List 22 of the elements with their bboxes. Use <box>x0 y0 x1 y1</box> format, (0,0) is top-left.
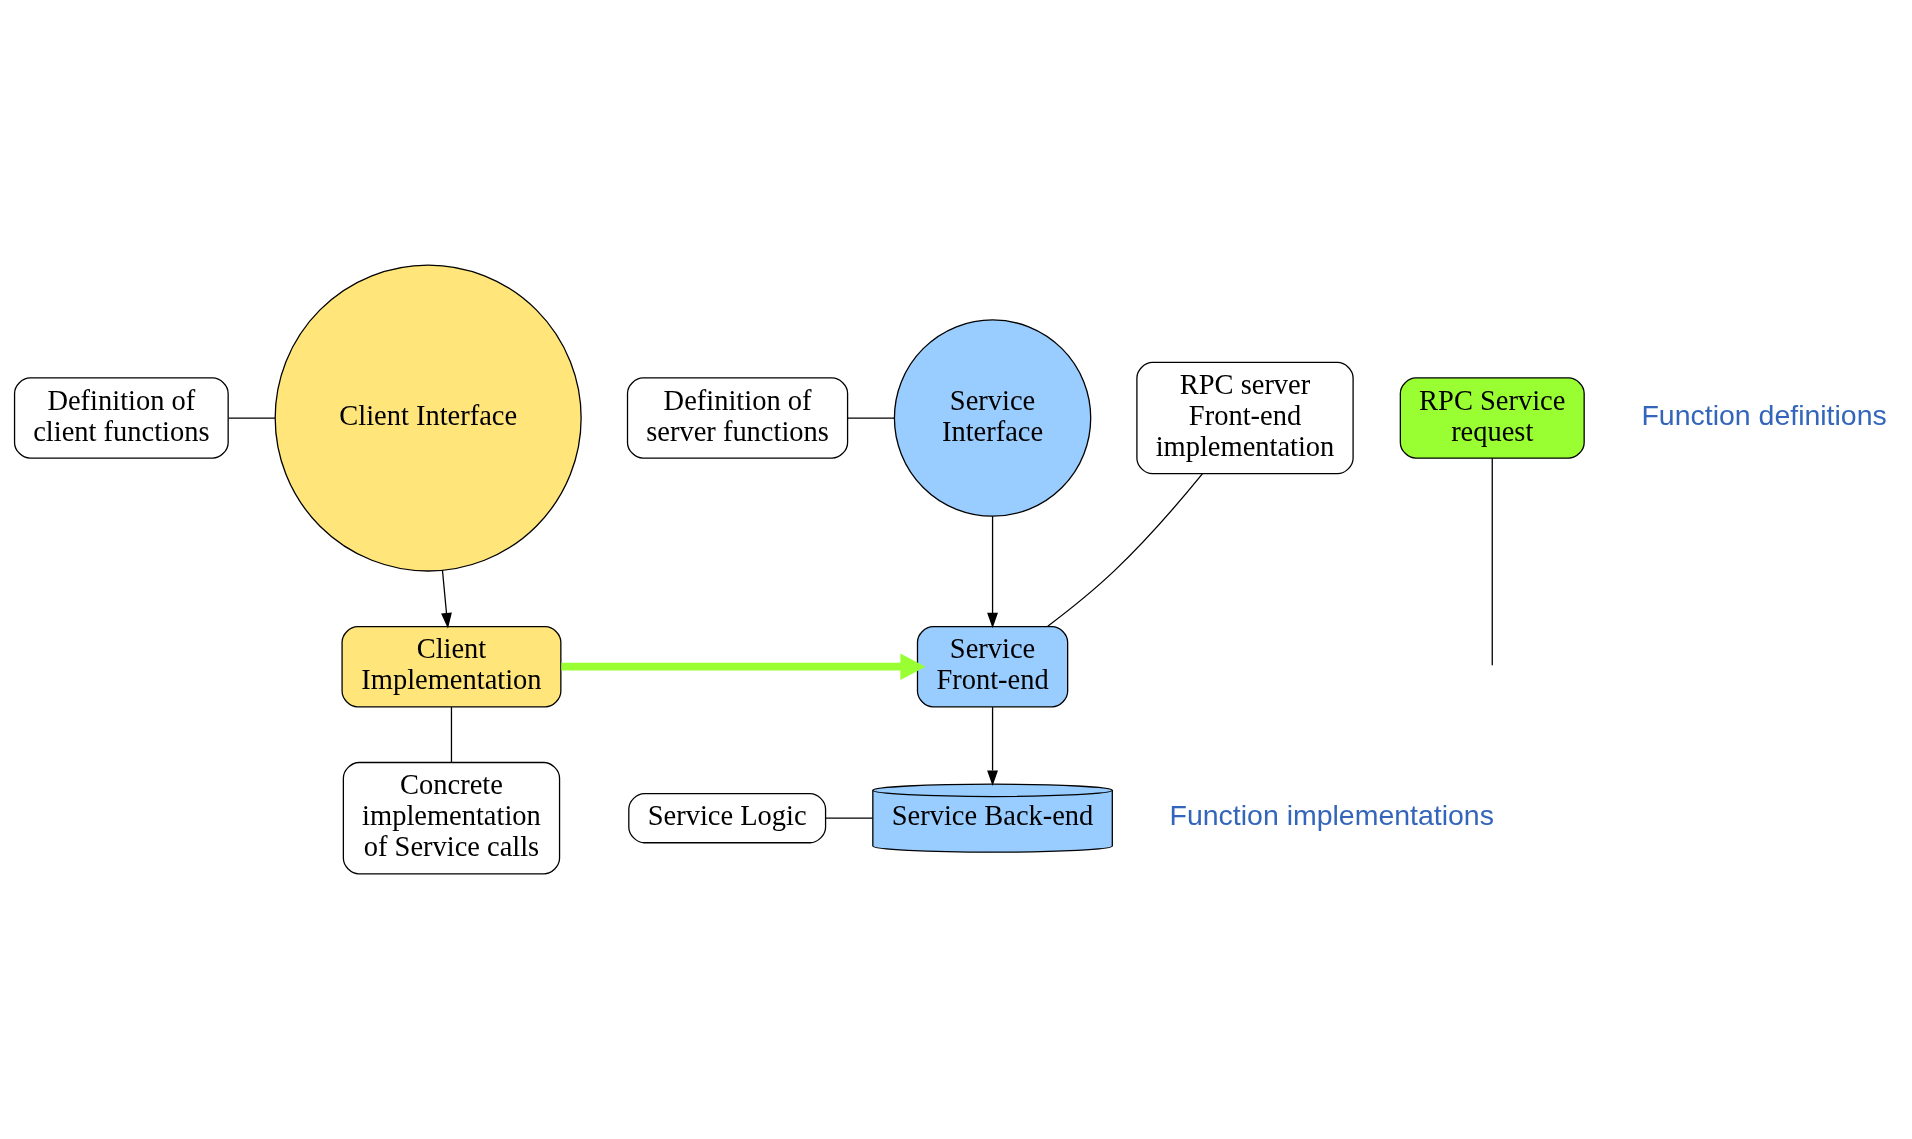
node-box: RPC Service request <box>1399 377 1585 459</box>
connector <box>227 417 276 419</box>
connector <box>1491 457 1493 666</box>
node-box: Service Logic <box>628 792 827 844</box>
connector <box>450 706 453 763</box>
label: Function implementations <box>1169 799 1494 832</box>
connector <box>1047 473 1203 627</box>
connector <box>846 417 896 419</box>
node-circle: Service Interface <box>893 319 1092 517</box>
node-circle: Client Interface <box>274 264 582 572</box>
connector <box>825 817 874 819</box>
node-box: Service Front-end <box>916 625 1069 708</box>
label: Function definitions <box>1641 399 1887 432</box>
arrow <box>441 569 452 629</box>
arrow <box>561 653 926 680</box>
node-box: Client Implementation <box>341 625 562 708</box>
node-box: Definition of client functions <box>13 377 229 459</box>
node-box: Concrete implementation of Service calls <box>342 761 561 875</box>
node-box: RPC server Front-end implementation <box>1136 361 1354 475</box>
node-box: Definition of server functions <box>626 377 849 459</box>
arrow <box>987 706 998 786</box>
arrow <box>987 515 998 629</box>
